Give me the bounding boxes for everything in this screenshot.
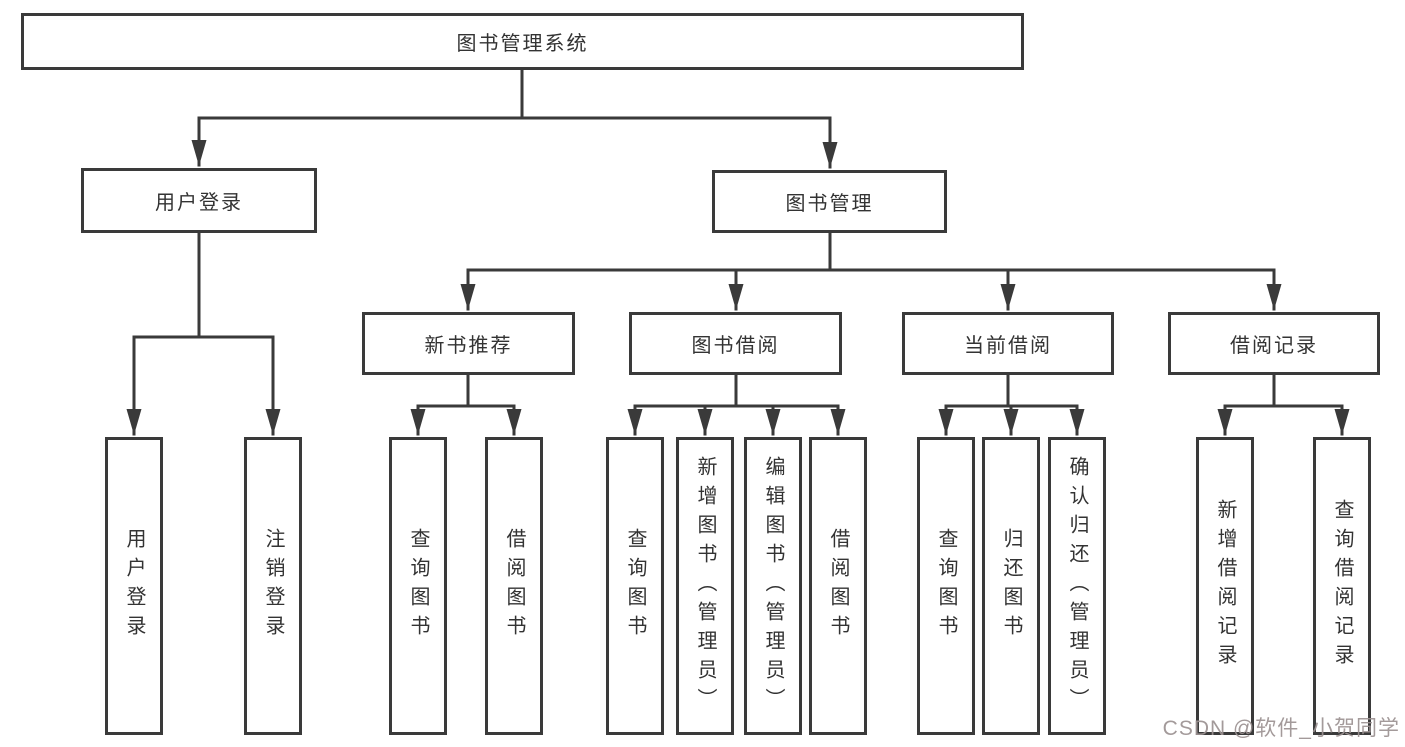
node-user-login-branch: 用户登录 (81, 168, 317, 233)
leaf-confirm-return-admin: 确认归还（管理员） (1048, 437, 1106, 735)
node-new-book-recommend: 新书推荐 (362, 312, 575, 375)
node-book-borrow: 图书借阅 (629, 312, 842, 375)
leaf-label: 归还图书 (1000, 528, 1022, 644)
leaf-query-books-borrow: 查询图书 (606, 437, 664, 735)
node-label: 新书推荐 (424, 335, 513, 357)
leaf-label: 借阅图书 (503, 528, 525, 644)
node-label: 当前借阅 (964, 335, 1052, 357)
leaf-label: 新增图书（管理员） (694, 455, 716, 717)
leaf-query-borrow-record: 查询借阅记录 (1313, 437, 1371, 735)
leaf-query-books-current: 查询图书 (917, 437, 975, 735)
node-label: 图书管理 (785, 193, 874, 215)
node-label: 图书管理系统 (456, 33, 589, 55)
leaf-label: 编辑图书（管理员） (762, 455, 784, 717)
node-book-manage-branch: 图书管理 (712, 170, 947, 233)
leaf-add-books-admin: 新增图书（管理员） (676, 437, 734, 735)
leaf-label: 查询图书 (624, 528, 646, 644)
csdn-watermark: CSDN @软件_小贺同学 (1162, 717, 1400, 740)
leaf-edit-books-admin: 编辑图书（管理员） (744, 437, 802, 735)
leaf-logout: 注销登录 (244, 437, 302, 735)
node-current-borrow: 当前借阅 (902, 312, 1114, 375)
leaf-borrow-books-recommend: 借阅图书 (485, 437, 543, 735)
leaf-borrow-books: 借阅图书 (809, 437, 867, 735)
leaf-label: 查询借阅记录 (1331, 499, 1353, 673)
leaf-return-books: 归还图书 (982, 437, 1040, 735)
node-label: 图书借阅 (691, 335, 780, 357)
leaf-user-login: 用户登录 (105, 437, 163, 735)
leaf-label: 用户登录 (123, 528, 145, 644)
leaf-label: 新增借阅记录 (1214, 499, 1236, 673)
node-label: 用户登录 (155, 192, 243, 214)
leaf-label: 查询图书 (935, 528, 957, 644)
node-borrow-record: 借阅记录 (1168, 312, 1380, 375)
leaf-label: 确认归还（管理员） (1066, 455, 1088, 717)
node-root-system: 图书管理系统 (21, 13, 1024, 70)
leaf-add-borrow-record: 新增借阅记录 (1196, 437, 1254, 735)
leaf-label: 查询图书 (407, 528, 429, 644)
leaf-label: 注销登录 (262, 528, 284, 644)
node-label: 借阅记录 (1230, 335, 1318, 357)
leaf-query-books-recommend: 查询图书 (389, 437, 447, 735)
leaf-label: 借阅图书 (827, 528, 849, 644)
